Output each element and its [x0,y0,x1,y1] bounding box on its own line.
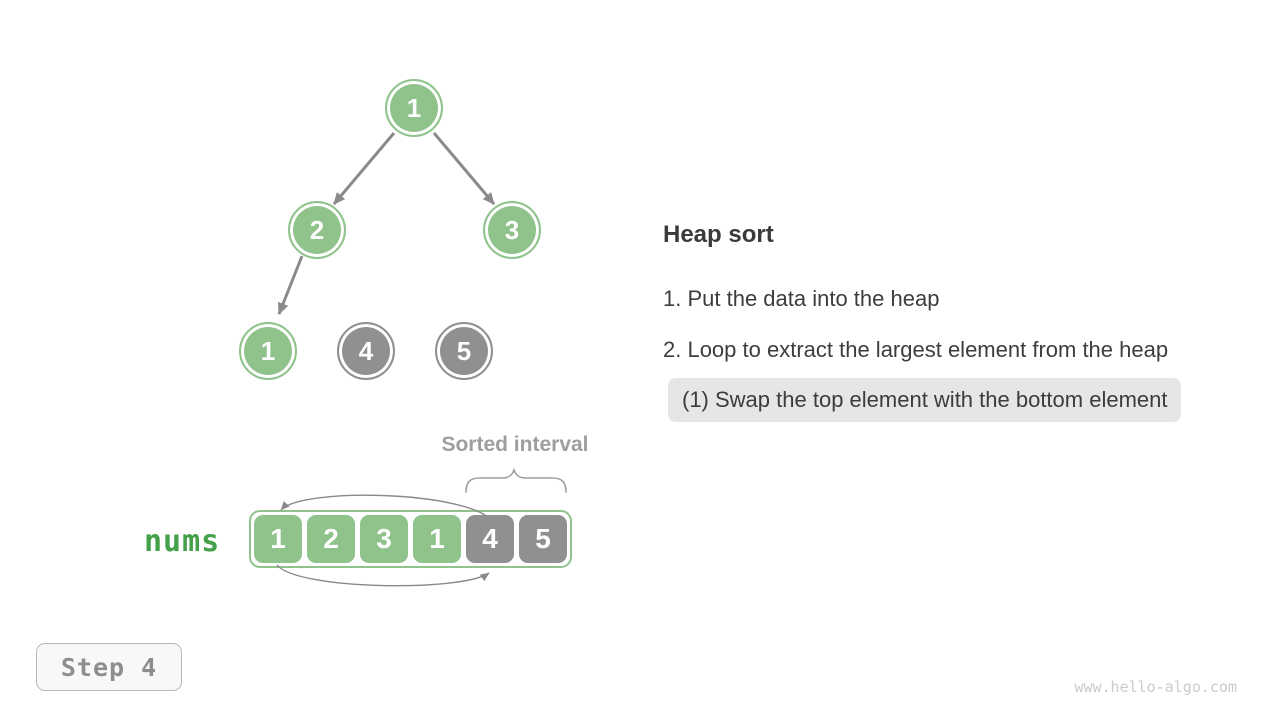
panel-item-2: 2. Loop to extract the largest element f… [663,337,1169,362]
watermark: www.hello-algo.com [1074,678,1237,696]
array-cell-2: 3 [360,515,408,563]
array-cell-5: 5 [519,515,567,563]
array-cell-0: 1 [254,515,302,563]
array-cell-4: 4 [466,515,514,563]
tree-node-left: 2 [288,201,346,259]
tree-node-sorted-5: 5 [435,322,493,380]
tree-node-right: 3 [483,201,541,259]
step-badge: Step 4 [36,643,182,691]
tree-node-root: 1 [385,79,443,137]
panel-highlight-step: (1) Swap the top element with the bottom… [668,378,1182,422]
tree-node-leaf: 1 [239,322,297,380]
sorted-interval-label: Sorted interval [441,433,589,456]
edge-root-to-right [432,132,496,205]
sorted-interval-brace [465,467,567,493]
nums-label: nums [144,524,221,559]
edge-left-to-leaf [277,255,304,315]
nums-array: 1 2 3 1 4 5 [249,510,572,568]
tree-node-sorted-4: 4 [337,322,395,380]
edge-root-to-left [332,132,396,205]
array-cell-1: 2 [307,515,355,563]
panel-title: Heap sort [663,221,774,248]
panel-item-1: 1. Put the data into the heap [663,286,940,311]
swap-arc-bottom [276,564,490,587]
array-cell-3: 1 [413,515,461,563]
